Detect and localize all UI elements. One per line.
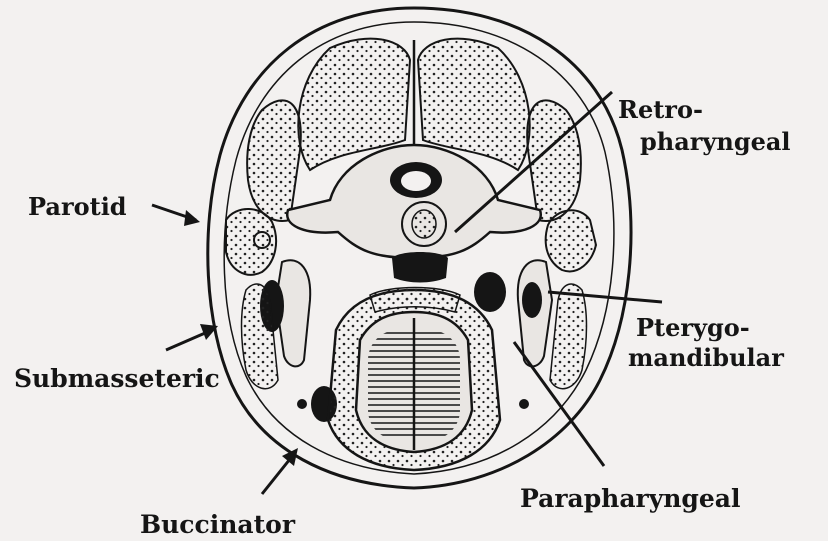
dark-space-right-2 — [522, 282, 542, 318]
parotid-label: Parotid — [28, 195, 127, 219]
pterygomandibular-label-line1: Pterygo- — [636, 316, 750, 340]
parotid-gland-right — [546, 210, 596, 271]
small-vessel-right — [519, 399, 529, 409]
dark-space-right — [474, 272, 506, 312]
buccinator-label: Buccinator — [140, 512, 295, 537]
parotid-gland — [226, 209, 276, 275]
retropharyngeal-label-line1: Retro- — [618, 98, 703, 122]
submasseteric-label: Submasseteric — [14, 366, 220, 391]
retropharyngeal-label-line2: pharyngeal — [640, 130, 791, 154]
parapharyngeal-label: Parapharyngeal — [520, 486, 741, 511]
pterygomandibular-label-line2: mandibular — [628, 346, 784, 370]
small-vessel-left — [297, 399, 307, 409]
spinal-cord — [401, 171, 431, 191]
pharynx-lumen — [392, 252, 448, 283]
vertebral-body-inner — [412, 210, 436, 238]
parotid-arrowhead — [184, 210, 200, 226]
